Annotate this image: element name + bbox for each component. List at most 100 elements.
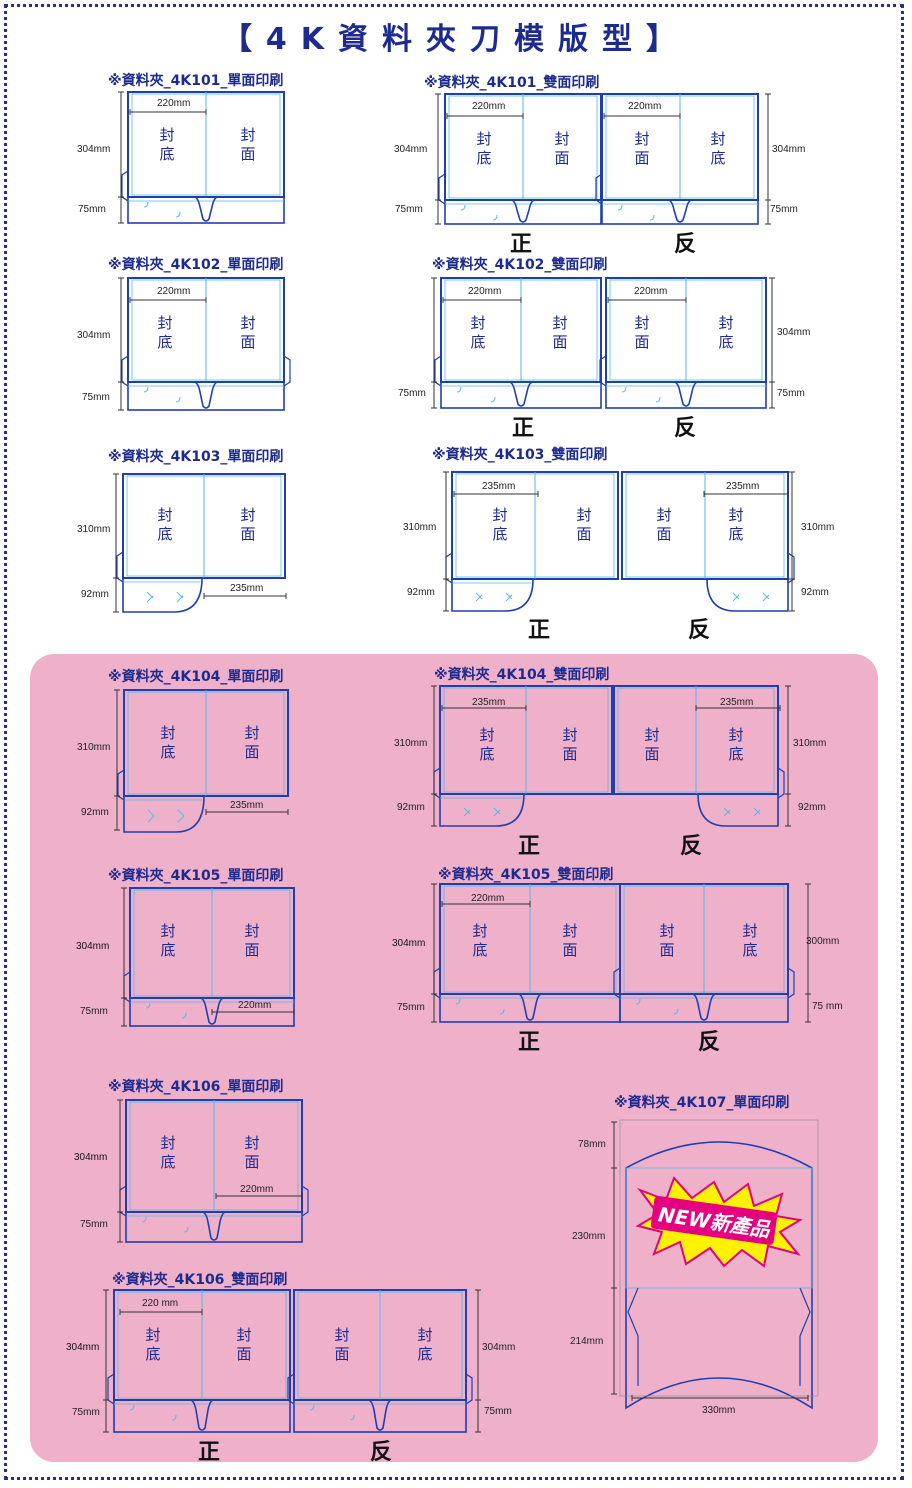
card-corner: [463, 807, 471, 815]
page-title: 【4K資料夾刀模版型】: [221, 22, 691, 57]
label-char: 面: [240, 145, 256, 163]
envelope-cover: [625, 1167, 813, 1289]
card-corner: [475, 592, 483, 600]
dim-pocket: 92mm: [81, 807, 109, 818]
label-char: 底: [160, 743, 176, 761]
pocket-outline: [605, 381, 767, 409]
heading-4k104-double: ※資料夾_4K104_雙面印刷: [434, 667, 610, 683]
card-corner: [753, 807, 761, 815]
pocket-notch: [189, 1399, 215, 1431]
dim-pocket: 92mm: [798, 802, 826, 813]
round-pocket: [123, 795, 205, 833]
side-tab: [107, 1373, 115, 1405]
card-slit: [499, 1008, 505, 1015]
label-char: 面: [562, 745, 578, 763]
label-char: 封: [634, 314, 650, 332]
round-pocket: [122, 577, 203, 613]
label-char: 封: [476, 130, 492, 148]
label-char: 封: [644, 726, 660, 744]
dim-width: 235mm: [726, 481, 760, 492]
card-corner: [723, 807, 731, 815]
dim-height: 304mm: [77, 144, 111, 155]
card-corner: [147, 815, 155, 823]
label-char: 封: [634, 130, 650, 148]
side-reverse: 反: [674, 232, 697, 257]
side-tab: [595, 173, 603, 205]
label-back-cover: 封底: [708, 130, 728, 168]
label-char: 面: [244, 941, 260, 959]
label-char: 面: [576, 525, 592, 543]
label-char: 封: [240, 314, 256, 332]
label-char: 封: [145, 1326, 161, 1344]
card-slit: [617, 204, 623, 211]
dim-width: 220mm: [238, 1000, 272, 1011]
label-front-cover: 封面: [242, 1134, 262, 1172]
pocket-outline: [113, 1399, 291, 1433]
pocket-notch: [673, 381, 699, 407]
label-char: 底: [742, 941, 758, 959]
label-char: 封: [160, 922, 176, 940]
dim-width: 220mm: [468, 286, 502, 297]
dim-width: 220mm: [471, 893, 505, 904]
dim-pocket: 75mm: [484, 1406, 512, 1417]
dim-height: 310mm: [77, 742, 111, 753]
label-char: 面: [554, 149, 570, 167]
dim-width: 330mm: [702, 1405, 736, 1416]
label-front-cover: 封面: [654, 506, 674, 544]
label-char: 封: [552, 314, 568, 332]
dim-width: 220mm: [472, 101, 506, 112]
label-char: 封: [244, 922, 260, 940]
label-char: 底: [160, 1153, 176, 1171]
heading-4k105-single: ※資料夾_4K105_單面印刷: [108, 868, 284, 884]
pocket-outline: [125, 1211, 303, 1243]
label-back-cover: 封底: [158, 724, 178, 762]
label-char: 封: [562, 726, 578, 744]
label-char: 封: [656, 506, 672, 524]
pocket-notch: [201, 1211, 227, 1241]
label-char: 封: [659, 922, 675, 940]
label-back-cover: 封底: [155, 314, 175, 352]
label-back-cover: 封底: [415, 1326, 435, 1364]
pocket-outline: [444, 199, 602, 225]
label-char: 封: [236, 1326, 252, 1344]
label-char: 封: [554, 130, 570, 148]
dim-pocket: 75mm: [72, 1407, 100, 1418]
label-char: 底: [710, 149, 726, 167]
card-corner: [463, 809, 471, 817]
card-corner: [493, 807, 501, 815]
dim-pocket: 75mm: [82, 392, 110, 403]
dim-width: 235mm: [230, 583, 264, 594]
dim-height: 310mm: [801, 522, 835, 533]
side-tab: [787, 967, 795, 999]
label-char: 封: [157, 506, 173, 524]
card-slit: [309, 1404, 315, 1411]
label-char: 底: [728, 525, 744, 543]
label-front-cover: 封面: [632, 314, 652, 352]
label-front-cover: 封面: [657, 922, 677, 960]
label-char: 底: [472, 941, 488, 959]
card-slit: [655, 396, 661, 403]
dim-pocket: 92mm: [397, 802, 425, 813]
label-char: 封: [710, 130, 726, 148]
dim-pocket: 92mm: [407, 587, 435, 598]
card-corner: [177, 809, 185, 817]
label-char: 底: [470, 333, 486, 351]
pocket-notch: [199, 997, 225, 1025]
card-slit: [349, 1414, 355, 1421]
heading-4k107-single: ※資料夾_4K107_單面印刷: [614, 1095, 790, 1111]
label-char: 面: [236, 1345, 252, 1363]
dim-width: 220mm: [634, 286, 668, 297]
label-char: 底: [157, 333, 173, 351]
label-back-cover: 封底: [158, 1134, 178, 1172]
card-corner: [176, 595, 184, 603]
dim-pocket: 92mm: [801, 587, 829, 598]
label-char: 封: [160, 724, 176, 742]
heading-4k101-double: ※資料夾_4K101_雙面印刷: [424, 75, 600, 91]
label-char: 封: [240, 506, 256, 524]
label-char: 面: [659, 941, 675, 959]
side-tab: [283, 355, 291, 387]
label-char: 封: [479, 726, 495, 744]
card-slit: [143, 201, 149, 208]
label-char: 底: [157, 525, 173, 543]
dim-pocket: 214mm: [570, 1336, 604, 1347]
